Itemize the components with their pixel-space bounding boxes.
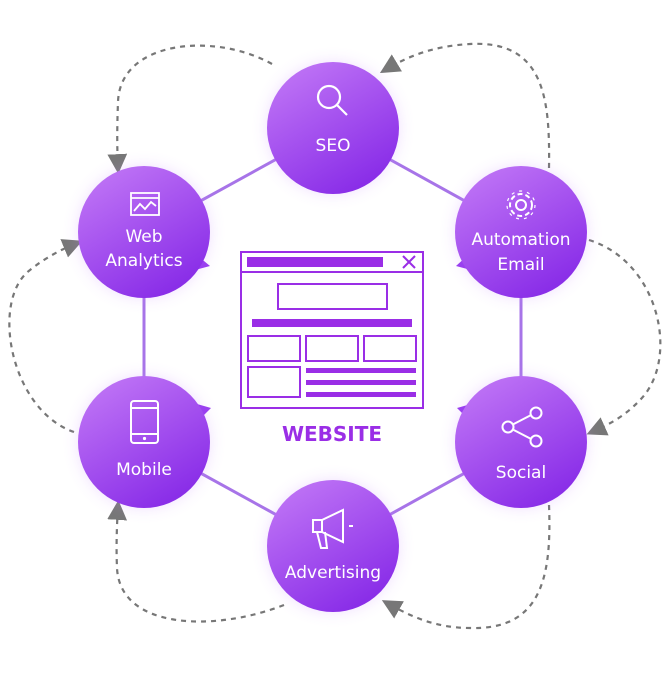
browser-title-bar — [247, 257, 383, 267]
text-line-1 — [306, 368, 416, 373]
arrow-seo-to-automation — [379, 42, 551, 169]
node-web-analytics[interactable]: Web Analytics — [78, 166, 210, 298]
megaphone-icon — [312, 508, 353, 549]
search-icon — [316, 84, 348, 116]
node-advertising[interactable]: Advertising — [267, 480, 399, 612]
node-seo[interactable]: SEO — [267, 62, 399, 194]
node-social[interactable]: Social — [455, 376, 587, 508]
text-line-3 — [306, 392, 416, 397]
node-label: Analytics — [105, 251, 182, 271]
center-title: WEBSITE — [282, 422, 382, 446]
analytics-chart-icon — [130, 192, 160, 216]
node-mobile[interactable]: Mobile — [78, 376, 211, 508]
gear-icon — [506, 190, 536, 220]
smartphone-icon — [130, 400, 159, 444]
content-card-2 — [305, 335, 359, 362]
hero-box — [277, 283, 388, 310]
close-icon — [402, 255, 416, 269]
node-automation-email[interactable]: Automation Email — [455, 166, 587, 298]
arrow-seo-to-analytics — [107, 44, 273, 174]
arrow-automation-to-social — [586, 238, 662, 436]
browser-frame — [240, 251, 424, 409]
content-card-3 — [363, 335, 417, 362]
node-label: Advertising — [285, 563, 381, 583]
content-card-1 — [247, 335, 301, 362]
node-label: Mobile — [116, 460, 172, 480]
arrow-mobile-to-analytics — [8, 239, 83, 434]
text-line-2 — [306, 380, 416, 385]
node-label: SEO — [316, 136, 351, 156]
share-icon — [501, 406, 543, 448]
node-label: Automation — [471, 230, 570, 250]
nav-bar — [252, 319, 412, 327]
node-label: Email — [497, 255, 544, 275]
node-label: Web — [125, 227, 162, 247]
cycle-arrows — [8, 42, 662, 630]
node-label: Social — [496, 463, 546, 483]
arrow-social-to-advertising — [381, 504, 551, 630]
website-wireframe-icon — [240, 251, 424, 409]
arrow-advertising-to-mobile — [107, 500, 285, 623]
image-block — [247, 366, 301, 398]
